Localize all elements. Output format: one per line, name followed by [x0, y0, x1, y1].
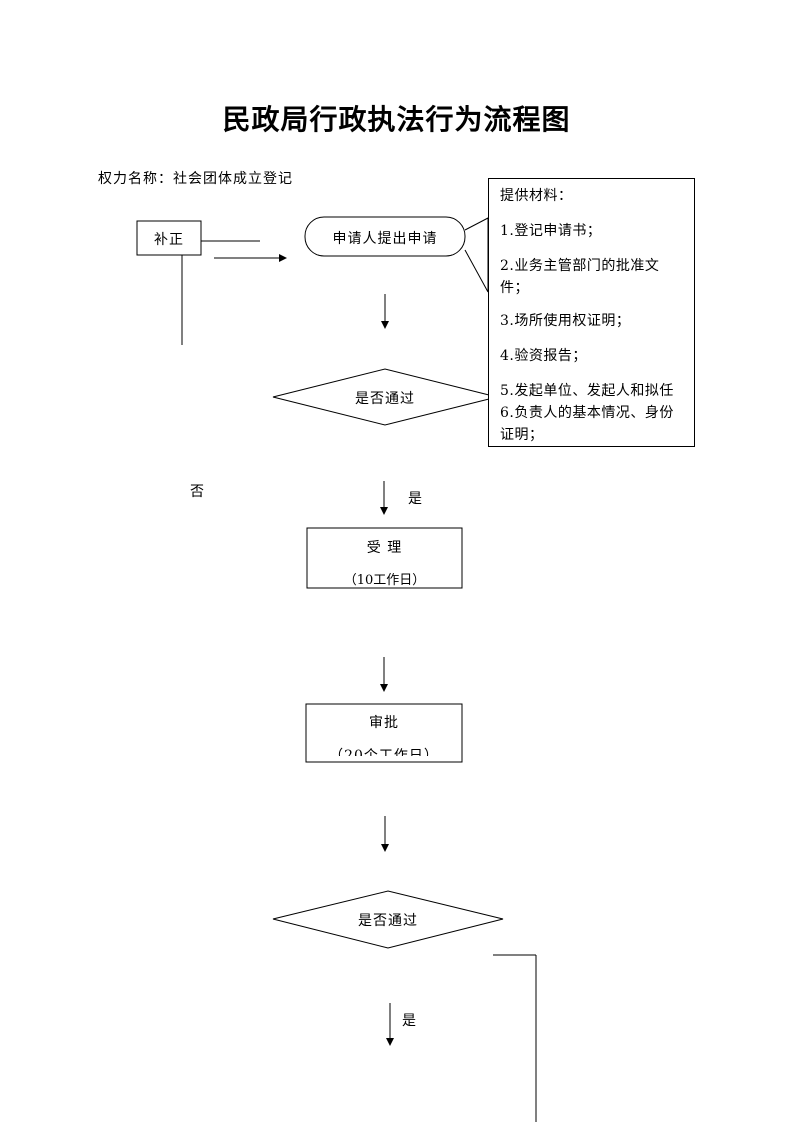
materials-item-3: 3.场所使用权证明；	[500, 313, 631, 329]
approve-days: （20个工作日）	[329, 748, 439, 756]
decision2-label: 是否通过	[358, 913, 418, 929]
decision2-diamond	[272, 890, 504, 949]
apply-box	[304, 216, 466, 257]
power-name: 权力名称：社会团体成立登记	[98, 171, 293, 187]
accept-box	[306, 527, 463, 589]
materials-item-5: 5.发起单位、发起人和拟任	[500, 383, 674, 399]
page-title: 民政局行政执法行为流程图	[222, 103, 571, 136]
accept-days: （10工作日）	[343, 573, 426, 588]
yes-label-1: 是	[408, 491, 422, 507]
approve-title: 审批	[369, 715, 399, 731]
materials-item-4: 4.验资报告；	[500, 348, 587, 364]
materials-heading: 提供材料：	[500, 188, 573, 204]
materials-item-1: 1.登记申请书；	[500, 223, 602, 239]
yes-label-2: 是	[402, 1013, 416, 1029]
decision1-label: 是否通过	[355, 391, 415, 407]
materials-callout: 提供材料： 1.登记申请书； 2.业务主管部门的批准文件； 3.场所使用权证明；…	[488, 178, 695, 447]
materials-item-2: 2.业务主管部门的批准文件；	[500, 258, 660, 296]
no-label: 否	[190, 484, 204, 500]
supplement-label: 补正	[154, 232, 184, 248]
materials-item-6: 6.负责人的基本情况、身份证明；	[500, 405, 674, 443]
apply-label: 申请人提出申请	[332, 231, 438, 247]
accept-title: 受 理	[366, 540, 403, 556]
approve-box	[305, 703, 463, 763]
supplement-box	[136, 220, 202, 256]
approve-days-clip: （20个工作日）	[306, 740, 462, 756]
